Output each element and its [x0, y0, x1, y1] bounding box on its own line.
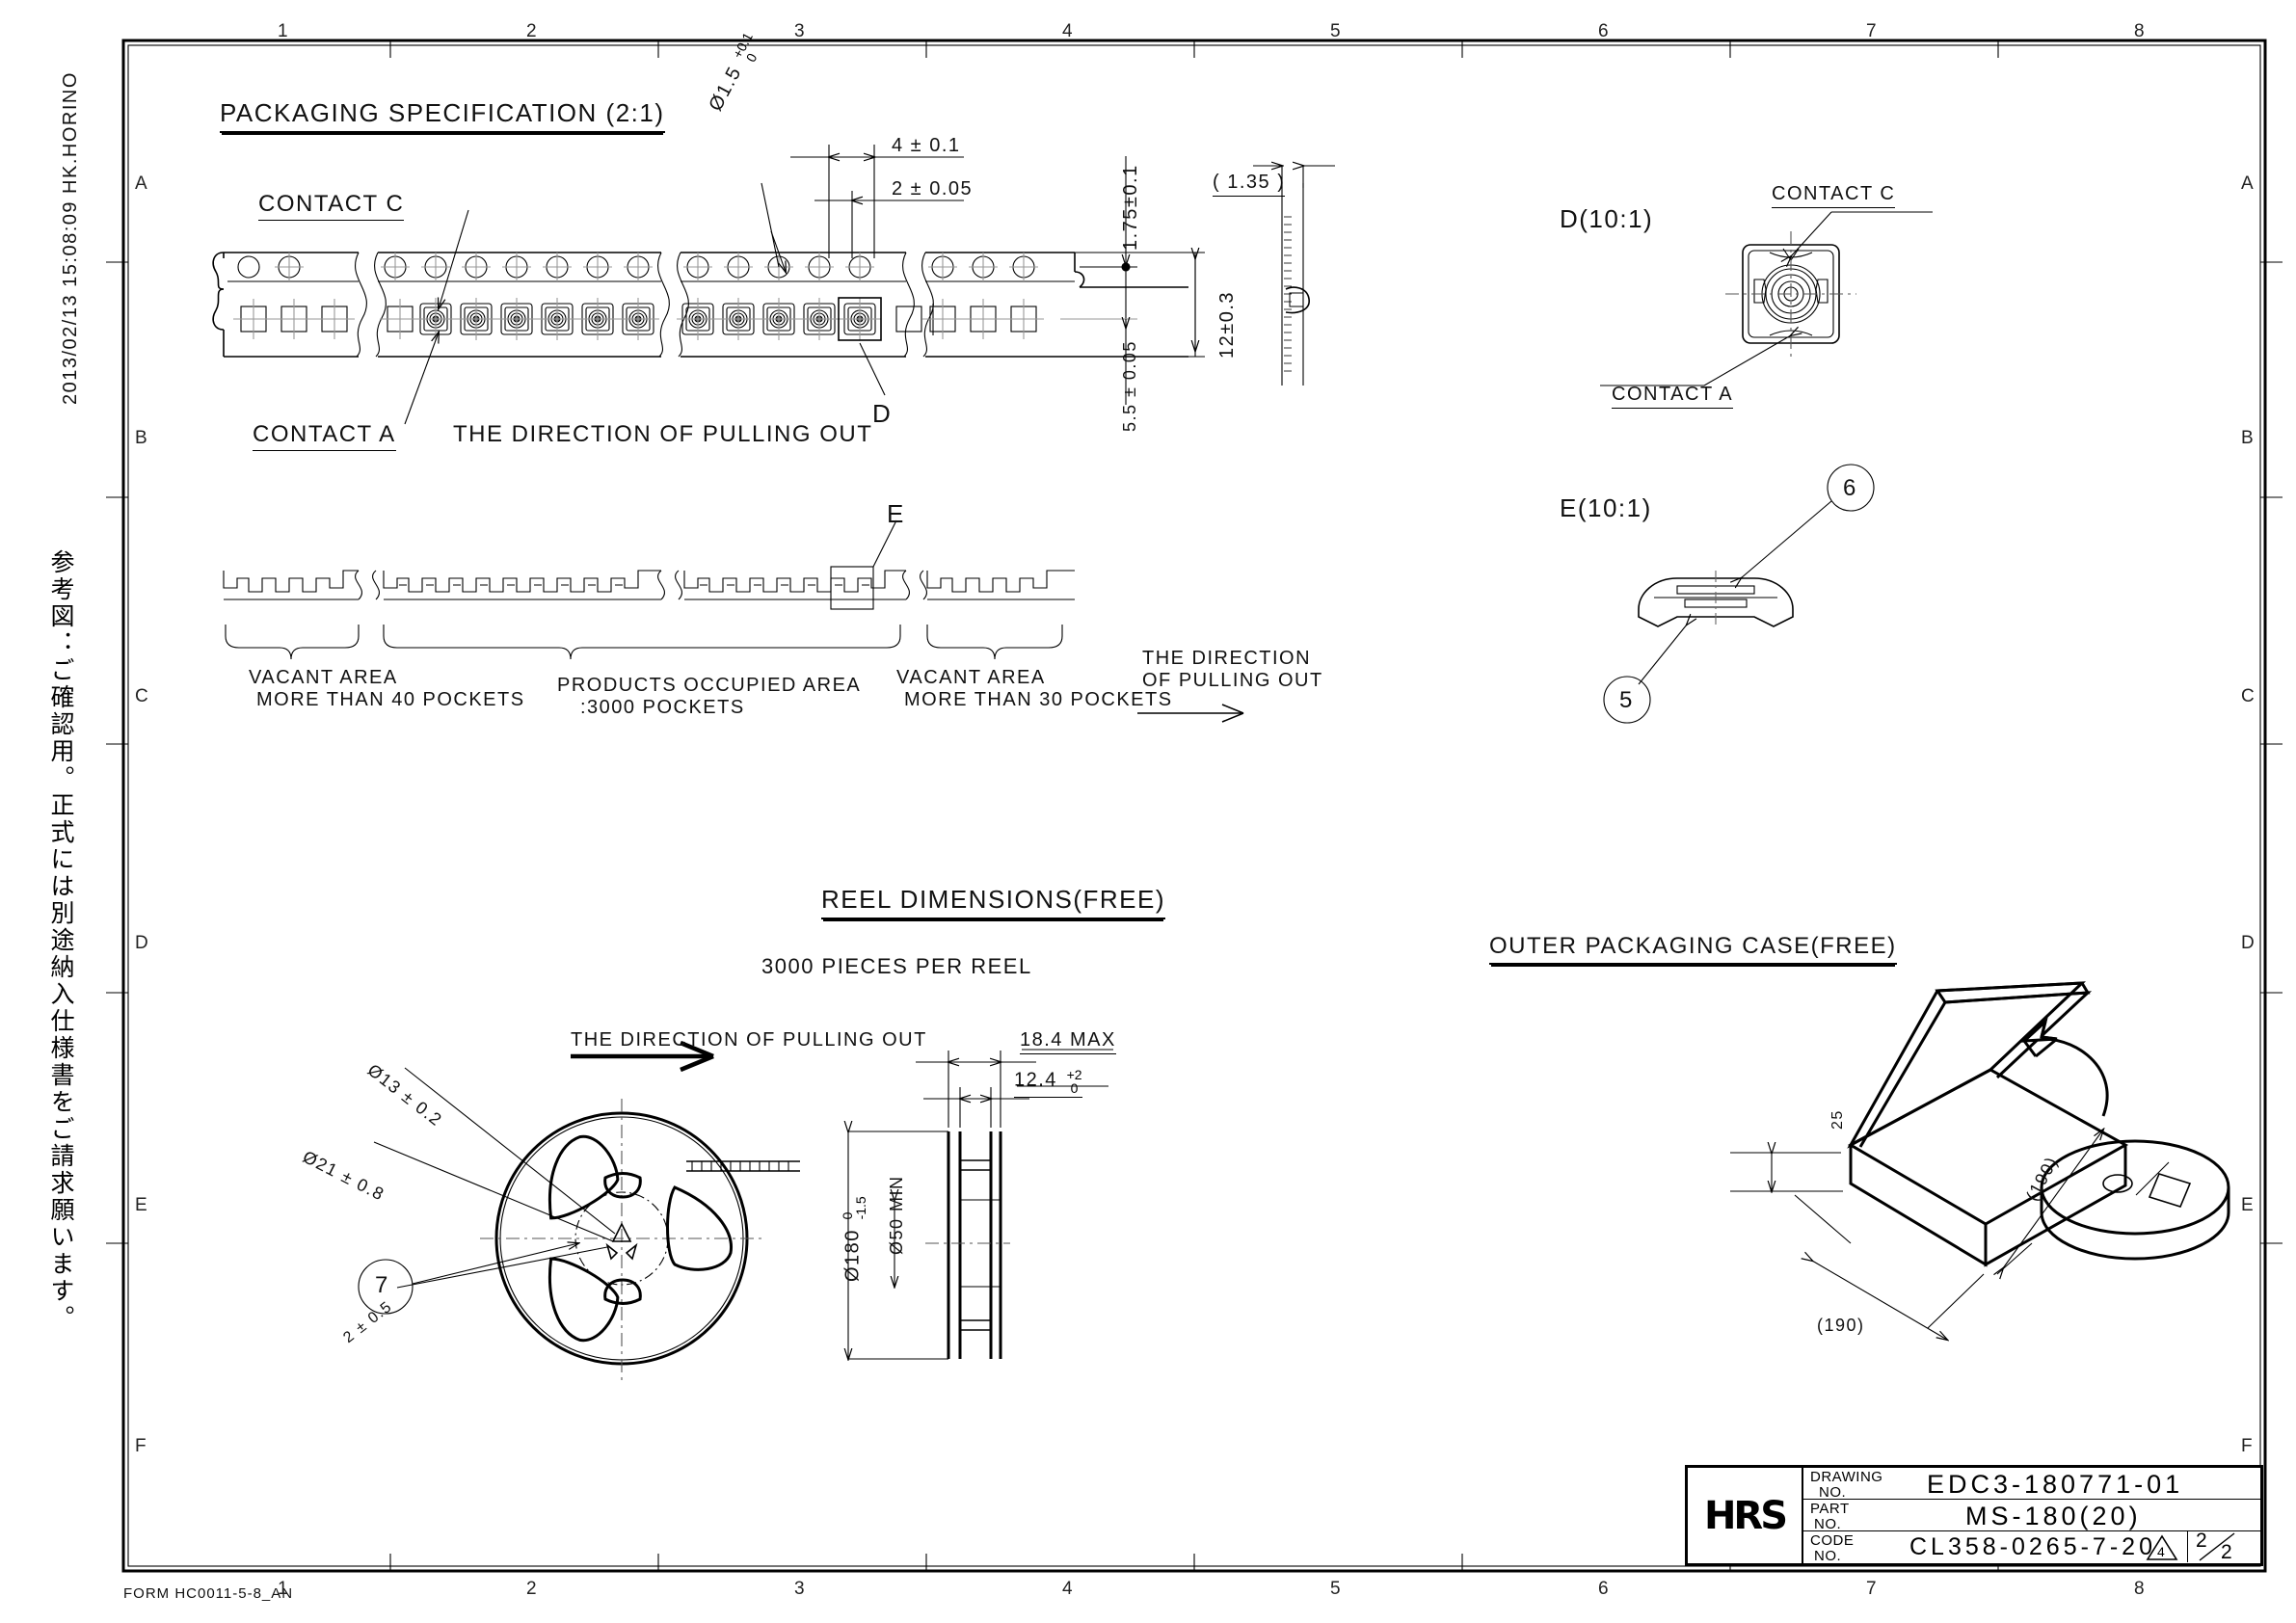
contact-c-label-tape: CONTACT C — [258, 191, 405, 221]
part-no-value: MS-180(20) — [1965, 1502, 2142, 1530]
tape-width-dim: 12±0.3 — [1216, 290, 1238, 359]
zone-row-a: A — [135, 173, 147, 194]
reel-outer-dia-dim: Ø180 0 -1.5 — [840, 1196, 868, 1282]
form-code: FORM HC0011-5-8_AN — [123, 1585, 294, 1602]
detail-d-callout: D — [872, 399, 893, 428]
outer-case-title: OUTER PACKAGING CASE(FREE) — [1489, 933, 1897, 965]
code-no-label: CODE NO. — [1810, 1532, 1855, 1564]
zone-col-1: 1 — [278, 21, 288, 41]
zone-col-4: 4 — [1062, 21, 1073, 41]
zone-col-2: 2 — [526, 21, 537, 41]
page-total: 2 — [2221, 1541, 2232, 1563]
revision-number: 4 — [2157, 1544, 2165, 1559]
zone-row-d: D — [135, 933, 148, 953]
outer-dia-tol-upper: 0 — [840, 1211, 855, 1220]
edge-to-hole-dim: 1.75±0.1 — [1120, 164, 1141, 251]
hole-to-pocket-dim: 5.5 ± 0.05 — [1120, 340, 1139, 432]
products-occupied-area: PRODUCTS OCCUPIED AREA :3000 POCKETS — [557, 675, 862, 718]
title-row-part: PART NO. MS-180(20) — [1803, 1500, 2260, 1531]
revision-triangle: 4 — [2146, 1534, 2178, 1561]
outer-dia-tol-lower: -1.5 — [853, 1196, 868, 1220]
japanese-note: 参考図：ご確認用。正式には別途納入仕様書をご請求願います。 — [47, 549, 75, 1332]
zone-col-5-bottom: 5 — [1330, 1579, 1341, 1599]
hrs-logo: HRS — [1688, 1468, 1803, 1563]
detail-e-title: E(10:1) — [1560, 493, 1652, 522]
code-no-value: CL358-0265-7-20 — [1909, 1533, 2156, 1560]
zone-row-b-right: B — [2241, 428, 2254, 448]
title-row-drawing: DRAWING NO. EDC3-180771-01 — [1803, 1468, 2260, 1500]
zone-col-6: 6 — [1598, 21, 1609, 41]
title-block: HRS DRAWING NO. EDC3-180771-01 PART NO. … — [1685, 1465, 2263, 1566]
core-width-tol-upper: +2 — [1066, 1067, 1082, 1082]
zone-col-1-bottom: 1 — [278, 1579, 288, 1599]
zone-col-6-bottom: 6 — [1598, 1579, 1609, 1599]
vacant-area-right: VACANT AREA MORE THAN 30 POCKETS — [896, 667, 1173, 710]
detail-d-contact-a: CONTACT A — [1612, 384, 1734, 409]
pieces-per-reel: 3000 PIECES PER REEL — [761, 954, 1032, 978]
zone-row-c-right: C — [2241, 686, 2255, 706]
reel-core-width-dim: 12.4 +2 0 — [1014, 1067, 1082, 1098]
hole-pitch-dim: 2 ± 0.05 — [892, 178, 974, 200]
zone-row-f-right: F — [2241, 1436, 2253, 1456]
zone-row-f: F — [135, 1436, 147, 1456]
detail-d-title: D(10:1) — [1560, 204, 1654, 233]
zone-row-c: C — [135, 686, 148, 706]
zone-row-a-right: A — [2241, 173, 2254, 194]
case-width-dim: (190) — [1817, 1316, 1865, 1335]
zone-col-2-bottom: 2 — [526, 1579, 537, 1599]
contact-a-label-tape: CONTACT A — [253, 421, 396, 451]
reel-inner-dia-dim: Ø50 MIN — [887, 1175, 906, 1255]
pull-direction-area: THE DIRECTION OF PULLING OUT — [1142, 648, 1323, 691]
packaging-spec-title: PACKAGING SPECIFICATION (2:1) — [220, 98, 665, 133]
balloon-6-label: 6 — [1843, 475, 1857, 501]
tape-thickness-dim: ( 1.35 ) — [1213, 172, 1286, 197]
balloon-5-label: 5 — [1619, 687, 1634, 713]
case-height-dim: 25 — [1829, 1109, 1846, 1130]
title-row-code: CODE NO. CL358-0265-7-20 4 2 2 — [1803, 1530, 2260, 1564]
drawing-no-value: EDC3-180771-01 — [1927, 1470, 2184, 1499]
reel-dimensions-title: REEL DIMENSIONS(FREE) — [821, 885, 1166, 919]
balloon-7-label: 7 — [375, 1272, 389, 1298]
zone-col-7-bottom: 7 — [1866, 1579, 1877, 1599]
zone-row-b: B — [135, 428, 147, 448]
zone-col-3-bottom: 3 — [794, 1579, 805, 1599]
zone-col-7: 7 — [1866, 21, 1877, 41]
part-no-label: PART NO. — [1810, 1501, 1850, 1532]
zone-col-8-bottom: 8 — [2134, 1579, 2145, 1599]
reel-pull-direction: THE DIRECTION OF PULLING OUT — [571, 1029, 927, 1051]
page-fraction: 2 2 — [2187, 1530, 2246, 1563]
zone-row-e: E — [135, 1195, 147, 1215]
page-number: 2 — [2196, 1530, 2207, 1552]
zone-row-e-right: E — [2241, 1195, 2254, 1215]
pull-direction-label-tape: THE DIRECTION OF PULLING OUT — [453, 421, 873, 447]
reel-width-max-dim: 18.4 MAX — [1020, 1029, 1116, 1054]
detail-d-contact-c: CONTACT C — [1772, 183, 1896, 208]
zone-col-3: 3 — [794, 21, 805, 41]
pocket-pitch-dim: 4 ± 0.1 — [892, 135, 961, 156]
zone-col-5: 5 — [1330, 21, 1341, 41]
zone-col-8: 8 — [2134, 21, 2145, 41]
zone-col-4-bottom: 4 — [1062, 1579, 1073, 1599]
drawing-no-label: DRAWING NO. — [1810, 1469, 1883, 1501]
zone-row-d-right: D — [2241, 933, 2255, 953]
core-width-tol-lower: 0 — [1070, 1080, 1079, 1096]
vacant-area-left: VACANT AREA MORE THAN 40 POCKETS — [249, 667, 525, 710]
detail-e-callout: E — [887, 499, 905, 528]
